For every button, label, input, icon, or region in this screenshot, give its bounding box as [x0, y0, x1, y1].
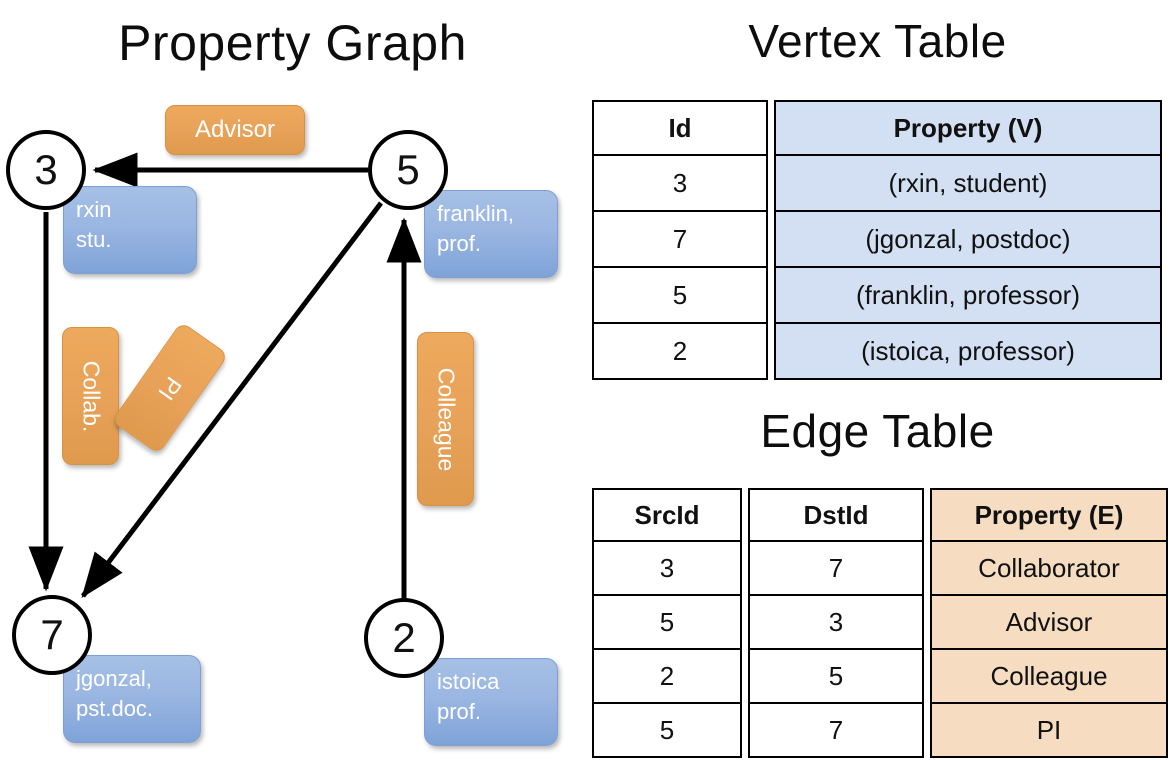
- vertex-property-jgonzal-line1: jgonzal,: [76, 666, 152, 691]
- edge-label-colleague[interactable]: Colleague: [417, 332, 474, 506]
- vertex-table-cell-id: 7: [592, 212, 768, 268]
- vertex-property-box-franklin[interactable]: franklin, prof.: [424, 190, 558, 278]
- vertex-table-header-id: Id: [592, 100, 768, 156]
- graph-node-7[interactable]: 7: [12, 595, 92, 675]
- edge-label-colleague-text: Colleague: [433, 367, 459, 471]
- vertex-table-column-id: Id 3 7 5 2: [592, 100, 768, 380]
- vertex-table-cell-property: (franklin, professor): [774, 268, 1162, 324]
- edge-table: SrcId 3 5 2 5 DstId 7 3 5 7 Property (E)…: [592, 488, 1168, 758]
- vertex-table-cell-id: 3: [592, 156, 768, 212]
- vertex-property-istoica-line2: prof.: [437, 699, 482, 724]
- edge-label-advisor-text: Advisor: [194, 116, 276, 143]
- vertex-property-jgonzal-line2: pst.doc.: [76, 696, 154, 721]
- edge-table-cell-property: Colleague: [930, 650, 1168, 704]
- edge-table-cell-srcid: 2: [592, 650, 742, 704]
- vertex-table-cell-property: (istoica, professor): [774, 324, 1162, 380]
- edge-table-cell-property: Collaborator: [930, 542, 1168, 596]
- vertex-property-istoica-line1: istoica: [437, 669, 500, 694]
- edge-label-collab[interactable]: Collab.: [62, 327, 119, 465]
- edge-table-column-property: Property (E) Collaborator Advisor Collea…: [930, 488, 1168, 758]
- edge-table-cell-srcid: 5: [592, 596, 742, 650]
- page-title-property-graph: Property Graph: [118, 15, 467, 71]
- edge-table-cell-dstid: 7: [748, 542, 924, 596]
- edge-table-cell-dstid: 7: [748, 704, 924, 758]
- edge-label-collab-text: Collab.: [78, 360, 105, 432]
- graph-node-5[interactable]: 5: [368, 130, 448, 210]
- graph-node-2[interactable]: 2: [364, 598, 444, 678]
- vertex-property-franklin-line1: franklin,: [437, 201, 515, 226]
- vertex-property-rxin-line1: rxin: [76, 197, 112, 222]
- vertex-table-cell-property: (jgonzal, postdoc): [774, 212, 1162, 268]
- vertex-table-cell-property: (rxin, student): [774, 156, 1162, 212]
- edge-table-header-srcid: SrcId: [592, 488, 742, 542]
- vertex-table-column-property: Property (V) (rxin, student) (jgonzal, p…: [774, 100, 1162, 380]
- graph-node-3[interactable]: 3: [6, 130, 86, 210]
- edge-label-pi-text: PI: [153, 371, 188, 405]
- vertex-table-header-property: Property (V): [774, 100, 1162, 156]
- edge-table-column-srcid: SrcId 3 5 2 5: [592, 488, 742, 758]
- edge-table-cell-dstid: 3: [748, 596, 924, 650]
- edge-table-cell-dstid: 5: [748, 650, 924, 704]
- edge-table-header-property: Property (E): [930, 488, 1168, 542]
- edge-arrow-5-to-7: [81, 201, 383, 598]
- vertex-property-box-rxin[interactable]: rxin stu.: [63, 186, 197, 274]
- vertex-table: Id 3 7 5 2 Property (V) (rxin, student) …: [592, 100, 1162, 380]
- vertex-property-box-istoica[interactable]: istoica prof.: [424, 658, 558, 746]
- edge-table-column-dstid: DstId 7 3 5 7: [748, 488, 924, 758]
- edge-table-cell-property: PI: [930, 704, 1168, 758]
- page-title-vertex-table: Vertex Table: [748, 15, 1007, 67]
- edge-table-cell-srcid: 5: [592, 704, 742, 758]
- vertex-table-cell-id: 2: [592, 324, 768, 380]
- vertex-table-cell-id: 5: [592, 268, 768, 324]
- property-graph-diagram: Advisor Collab. PI Colleague rxin stu. f…: [6, 105, 558, 746]
- edge-table-cell-property: Advisor: [930, 596, 1168, 650]
- vertex-property-rxin-line2: stu.: [76, 227, 112, 252]
- edge-table-cell-srcid: 3: [592, 542, 742, 596]
- graph-edge-arrows: [28, 152, 422, 640]
- vertex-property-box-jgonzal[interactable]: jgonzal, pst.doc.: [63, 655, 201, 743]
- page-title-edge-table: Edge Table: [760, 405, 995, 457]
- edge-table-header-dstid: DstId: [748, 488, 924, 542]
- edge-label-advisor[interactable]: Advisor: [165, 105, 305, 155]
- vertex-property-franklin-line2: prof.: [437, 231, 482, 256]
